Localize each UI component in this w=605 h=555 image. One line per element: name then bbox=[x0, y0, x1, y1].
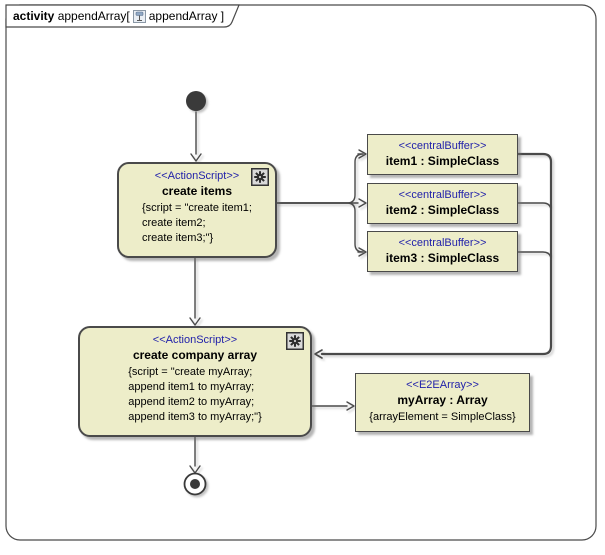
arrowhead bbox=[346, 401, 355, 411]
arrowhead bbox=[189, 317, 201, 326]
central-buffer-item2[interactable]: <<centralBuffer>> item2 : SimpleClass bbox=[367, 183, 518, 224]
flow-item1-to-create-company-array[interactable] bbox=[320, 152, 553, 356]
activity-diagram-icon bbox=[132, 9, 146, 23]
buffer-name: item3 : SimpleClass bbox=[385, 251, 500, 265]
frame-name-open: appendArray[ bbox=[54, 9, 130, 23]
buffer-name: item1 : SimpleClass bbox=[385, 154, 500, 168]
script-line: create item3;"} bbox=[142, 232, 214, 244]
frame-bracket-close: ] bbox=[217, 9, 225, 23]
action-create-company-array[interactable]: <<ActionScript>> create company array {s… bbox=[78, 326, 312, 437]
activity-final-node-dot bbox=[190, 479, 200, 489]
central-buffer-item1[interactable]: <<centralBuffer>> item1 : SimpleClass bbox=[367, 134, 518, 175]
frame-title-tab bbox=[5, 4, 240, 28]
script-line: append item3 to myArray;"} bbox=[128, 411, 262, 423]
flow-create-items-to-item3[interactable] bbox=[276, 202, 364, 253]
stereotype-label: <<E2EArray>> bbox=[406, 379, 479, 391]
script-line: append item1 to myArray; bbox=[128, 381, 255, 393]
initial-node[interactable] bbox=[186, 91, 206, 111]
frame-diagram-name: appendArray bbox=[148, 9, 218, 23]
constraint-line: {arrayElement = SimpleClass} bbox=[369, 411, 516, 423]
stereotype-label: <<ActionScript>> bbox=[154, 170, 240, 182]
frame-border bbox=[5, 4, 597, 541]
central-buffer-item3[interactable]: <<centralBuffer>> item3 : SimpleClass bbox=[367, 231, 518, 272]
object-myarray[interactable]: <<E2EArray>> myArray : Array {arrayEleme… bbox=[355, 373, 530, 432]
action-name: create items bbox=[161, 184, 233, 198]
action-name: create company array bbox=[132, 348, 258, 362]
stereotype-label: <<centralBuffer>> bbox=[398, 140, 487, 152]
arrowhead bbox=[358, 198, 367, 208]
script-line: create item2; bbox=[142, 217, 206, 229]
action-gear-icon bbox=[251, 168, 269, 186]
flow-item2-to-merge[interactable] bbox=[517, 202, 552, 219]
frame-title: activity appendArray[ appendArray ] bbox=[13, 9, 224, 23]
arrowhead bbox=[358, 247, 367, 257]
action-gear-icon bbox=[286, 332, 304, 350]
buffer-name: item2 : SimpleClass bbox=[385, 203, 500, 217]
arrowhead bbox=[190, 153, 202, 162]
script-line: append item2 to myArray; bbox=[128, 396, 255, 408]
script-line: {script = "create myArray; bbox=[128, 366, 253, 378]
stereotype-label: <<ActionScript>> bbox=[152, 334, 238, 346]
stereotype-label: <<centralBuffer>> bbox=[398, 237, 487, 249]
arrowhead bbox=[314, 349, 323, 359]
arrowhead bbox=[358, 149, 367, 159]
action-create-items[interactable]: <<ActionScript>> create items {script = … bbox=[117, 162, 277, 258]
script-line: {script = "create item1; bbox=[142, 202, 252, 214]
flow-item3-to-merge[interactable] bbox=[517, 251, 552, 268]
frame-kind-label: activity bbox=[13, 9, 55, 23]
stereotype-label: <<centralBuffer>> bbox=[398, 189, 487, 201]
object-name: myArray : Array bbox=[397, 393, 488, 407]
